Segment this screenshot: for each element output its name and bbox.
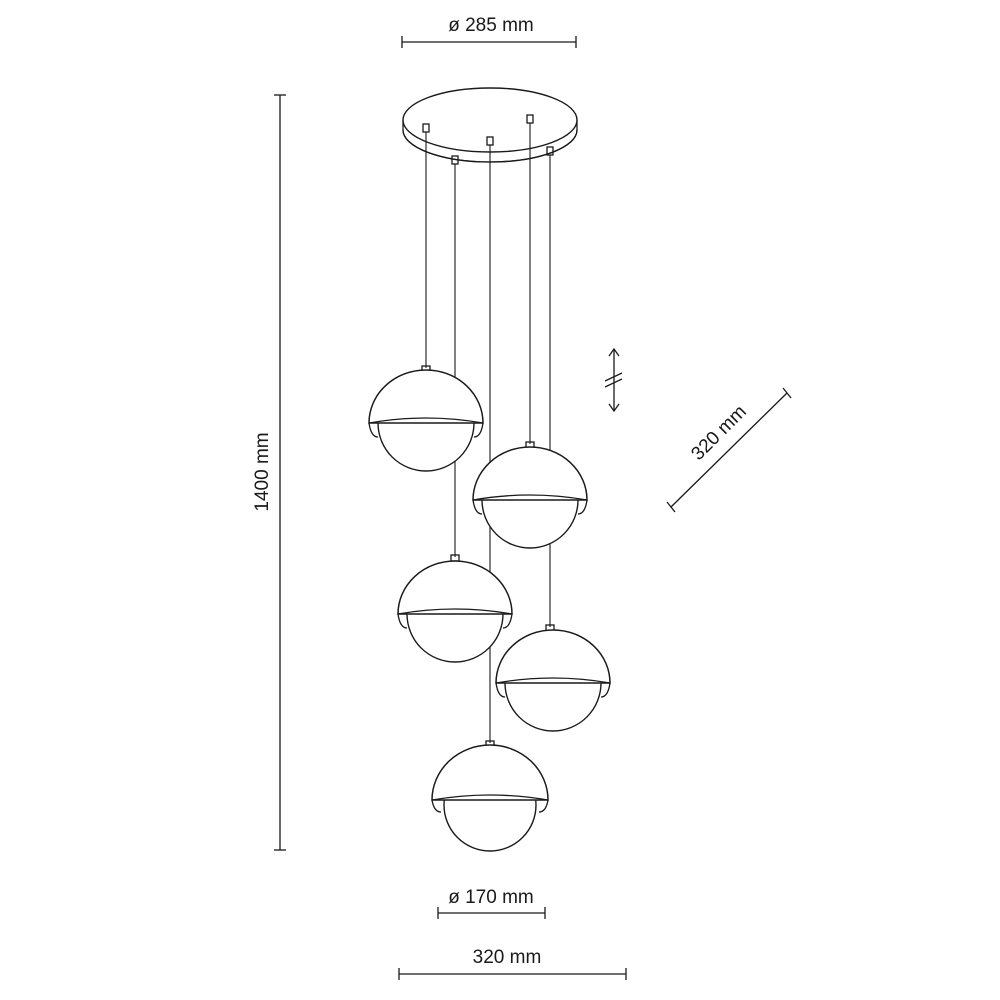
adjustable-height-icon — [604, 347, 623, 413]
pendant-shade-3 — [397, 554, 513, 663]
overall-width-dimension: 320 mm — [398, 947, 627, 980]
pendant-shade-2 — [472, 441, 588, 549]
overall-height-dimension: 1400 mm — [252, 94, 286, 851]
shade-diameter-dimension: ø 170 mm — [437, 887, 546, 919]
pendant-shade-1 — [368, 365, 484, 472]
pendant-shade-5 — [431, 740, 549, 852]
canopy-diameter-dimension: ø 285 mm — [401, 15, 577, 48]
overall-height-label: 1400 mm — [252, 432, 273, 511]
shade-diameter-label: ø 170 mm — [448, 887, 534, 908]
pendant-shade-4 — [495, 624, 611, 732]
cluster-depth-dimension: 320 mm — [666, 387, 792, 513]
canopy-diameter-label: ø 285 mm — [448, 15, 534, 36]
cluster-depth-label: 320 mm — [687, 401, 750, 464]
overall-width-label: 320 mm — [473, 947, 542, 968]
